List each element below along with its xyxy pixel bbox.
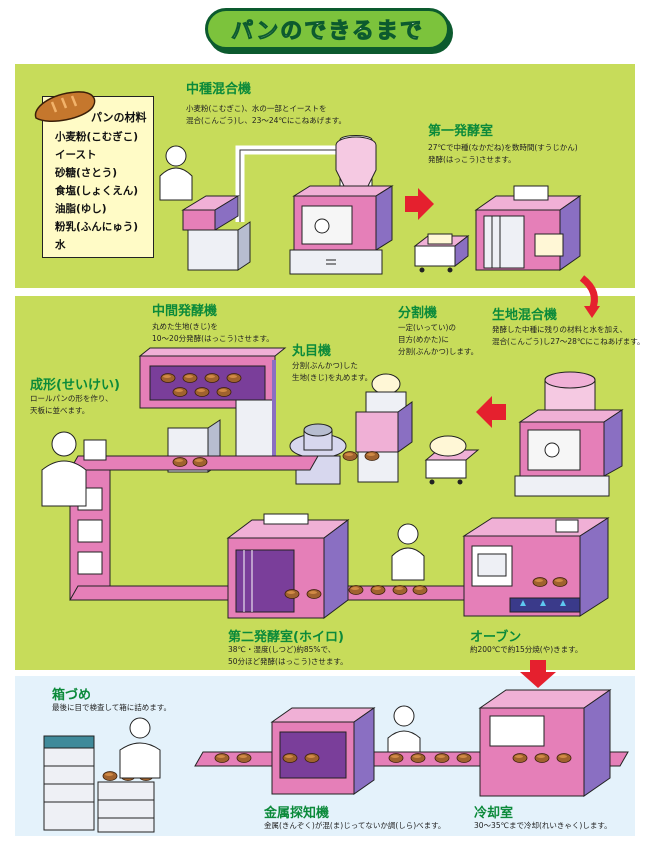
ingredient-item: 砂糖(さとう) xyxy=(55,167,118,179)
kiji-mixer-machine xyxy=(514,371,624,497)
step-desc-bunkatsu-3: 分割(ぶんかつ)します。 xyxy=(398,347,479,356)
step-desc-seikei-2: 天板に並べます。 xyxy=(30,406,90,415)
step-desc-marume-2: 生地(きじ)を丸めます。 xyxy=(292,373,373,382)
step-desc-nakadane-1: 小麦粉(こむぎこ)、水の一部とイーストを xyxy=(186,104,327,113)
step-title-ferment1: 第一発酵室 xyxy=(428,124,494,139)
step-desc-ferment1-1: 27℃で中種(なかだね)を数時間(すうじかん) xyxy=(428,143,578,152)
packing-boxes xyxy=(43,735,155,833)
step-desc-oven-1: 約200℃で約15分焼(や)きます。 xyxy=(470,645,583,654)
step-desc-ferment2-2: 50分ほど発酵(はっこう)させます。 xyxy=(228,657,348,666)
step-desc-hakozume-1: 最後に目で検査して箱に詰めます。 xyxy=(52,703,172,712)
flow-arrow-4 xyxy=(520,660,556,688)
step-desc-nakadane-2: 混合(こんごう)し、23〜24℃にこねあげます。 xyxy=(186,116,346,125)
ferment1-room-machine xyxy=(413,185,582,273)
oven-machine xyxy=(462,517,610,617)
step-title-oven: オーブン xyxy=(470,630,522,645)
worker-bottom-middle xyxy=(387,705,421,753)
intermediate-proofer-machine xyxy=(138,347,287,473)
step-desc-kiji-1: 発酵した中種に残りの材料と水を加え、 xyxy=(492,325,627,334)
flow-arrow-1 xyxy=(405,188,434,220)
step-desc-reikyaku-1: 30〜35℃まで冷却(れいきゃく)します。 xyxy=(474,821,612,830)
ingredient-item: 粉乳(ふんにゅう) xyxy=(55,221,139,233)
bread-loaf-icon xyxy=(34,91,96,122)
step-desc-kiji-2: 混合(こんごう)し27〜28℃にこねあげます。 xyxy=(492,337,645,346)
ingredients-title: パンの材料 xyxy=(91,111,147,124)
step-title-ferment2: 第二発酵室(ホイロ) xyxy=(228,630,344,645)
step-title-kiji: 生地混合機 xyxy=(492,308,558,323)
ferment2-room-machine xyxy=(226,513,350,619)
ingredient-item: 食塩(しょくえん) xyxy=(55,185,139,197)
step-desc-ferment2-1: 38℃・湿度(しつど)約85%で、 xyxy=(228,645,336,654)
step-desc-kinzoku-1: 金属(きんぞく)が混(ま)じってないか調(しら)べます。 xyxy=(264,821,446,830)
ingredient-item: 水 xyxy=(55,239,66,251)
worker-left xyxy=(41,431,87,507)
step-title-seikei: 成形(せいけい) xyxy=(30,378,120,393)
ingredient-item: 油脂(ゆし) xyxy=(55,203,107,215)
step-desc-ferment1-2: 発酵(はっこう)させます。 xyxy=(428,155,516,164)
ingredient-item: イースト xyxy=(55,149,97,161)
step-desc-chukan-2: 10〜20分発酵(はっこう)させます。 xyxy=(152,334,274,343)
step-desc-chukan-1: 丸めた生地(きじ)を xyxy=(152,322,218,331)
page-title: パンのできるまで xyxy=(231,19,424,45)
flow-arrow-2 xyxy=(579,275,598,312)
step-title-reikyaku: 冷却室 xyxy=(474,806,514,821)
step-title-hakozume: 箱づめ xyxy=(52,688,92,703)
cooling-room-machine xyxy=(478,689,612,797)
ingredient-item: 小麦粉(こむぎこ) xyxy=(55,131,139,143)
nakadane-mixer-machine xyxy=(181,135,394,275)
ingredients-card: パンの材料 小麦粉(こむぎこ) イースト 砂糖(さとう) 食塩(しょくえん) 油… xyxy=(42,96,154,258)
flow-arrow-3 xyxy=(476,396,506,428)
step-title-nakadane: 中種混合機 xyxy=(186,82,252,97)
step-title-marume: 丸目機 xyxy=(292,344,332,359)
worker-middle xyxy=(391,523,425,581)
step-desc-bunkatsu-2: 目方(めかた)に xyxy=(398,335,449,344)
step-desc-bunkatsu-1: 一定(いってい)の xyxy=(398,323,456,332)
step-title-bunkatsu: 分割機 xyxy=(398,306,438,321)
step-title-kinzoku: 金属探知機 xyxy=(264,806,330,821)
step-title-chukan: 中間発酵機 xyxy=(152,304,218,319)
step-desc-marume-1: 分割(ぶんかつ)した xyxy=(292,361,358,370)
divider-machine xyxy=(355,373,480,485)
worker-bottom-left xyxy=(119,717,161,779)
page-title-badge: パンのできるまで xyxy=(205,8,450,50)
worker-top xyxy=(159,145,193,201)
metal-detector-machine xyxy=(270,707,376,795)
rounder-machine xyxy=(289,423,347,485)
step-desc-seikei-1: ロールパンの形を作り、 xyxy=(30,394,113,403)
